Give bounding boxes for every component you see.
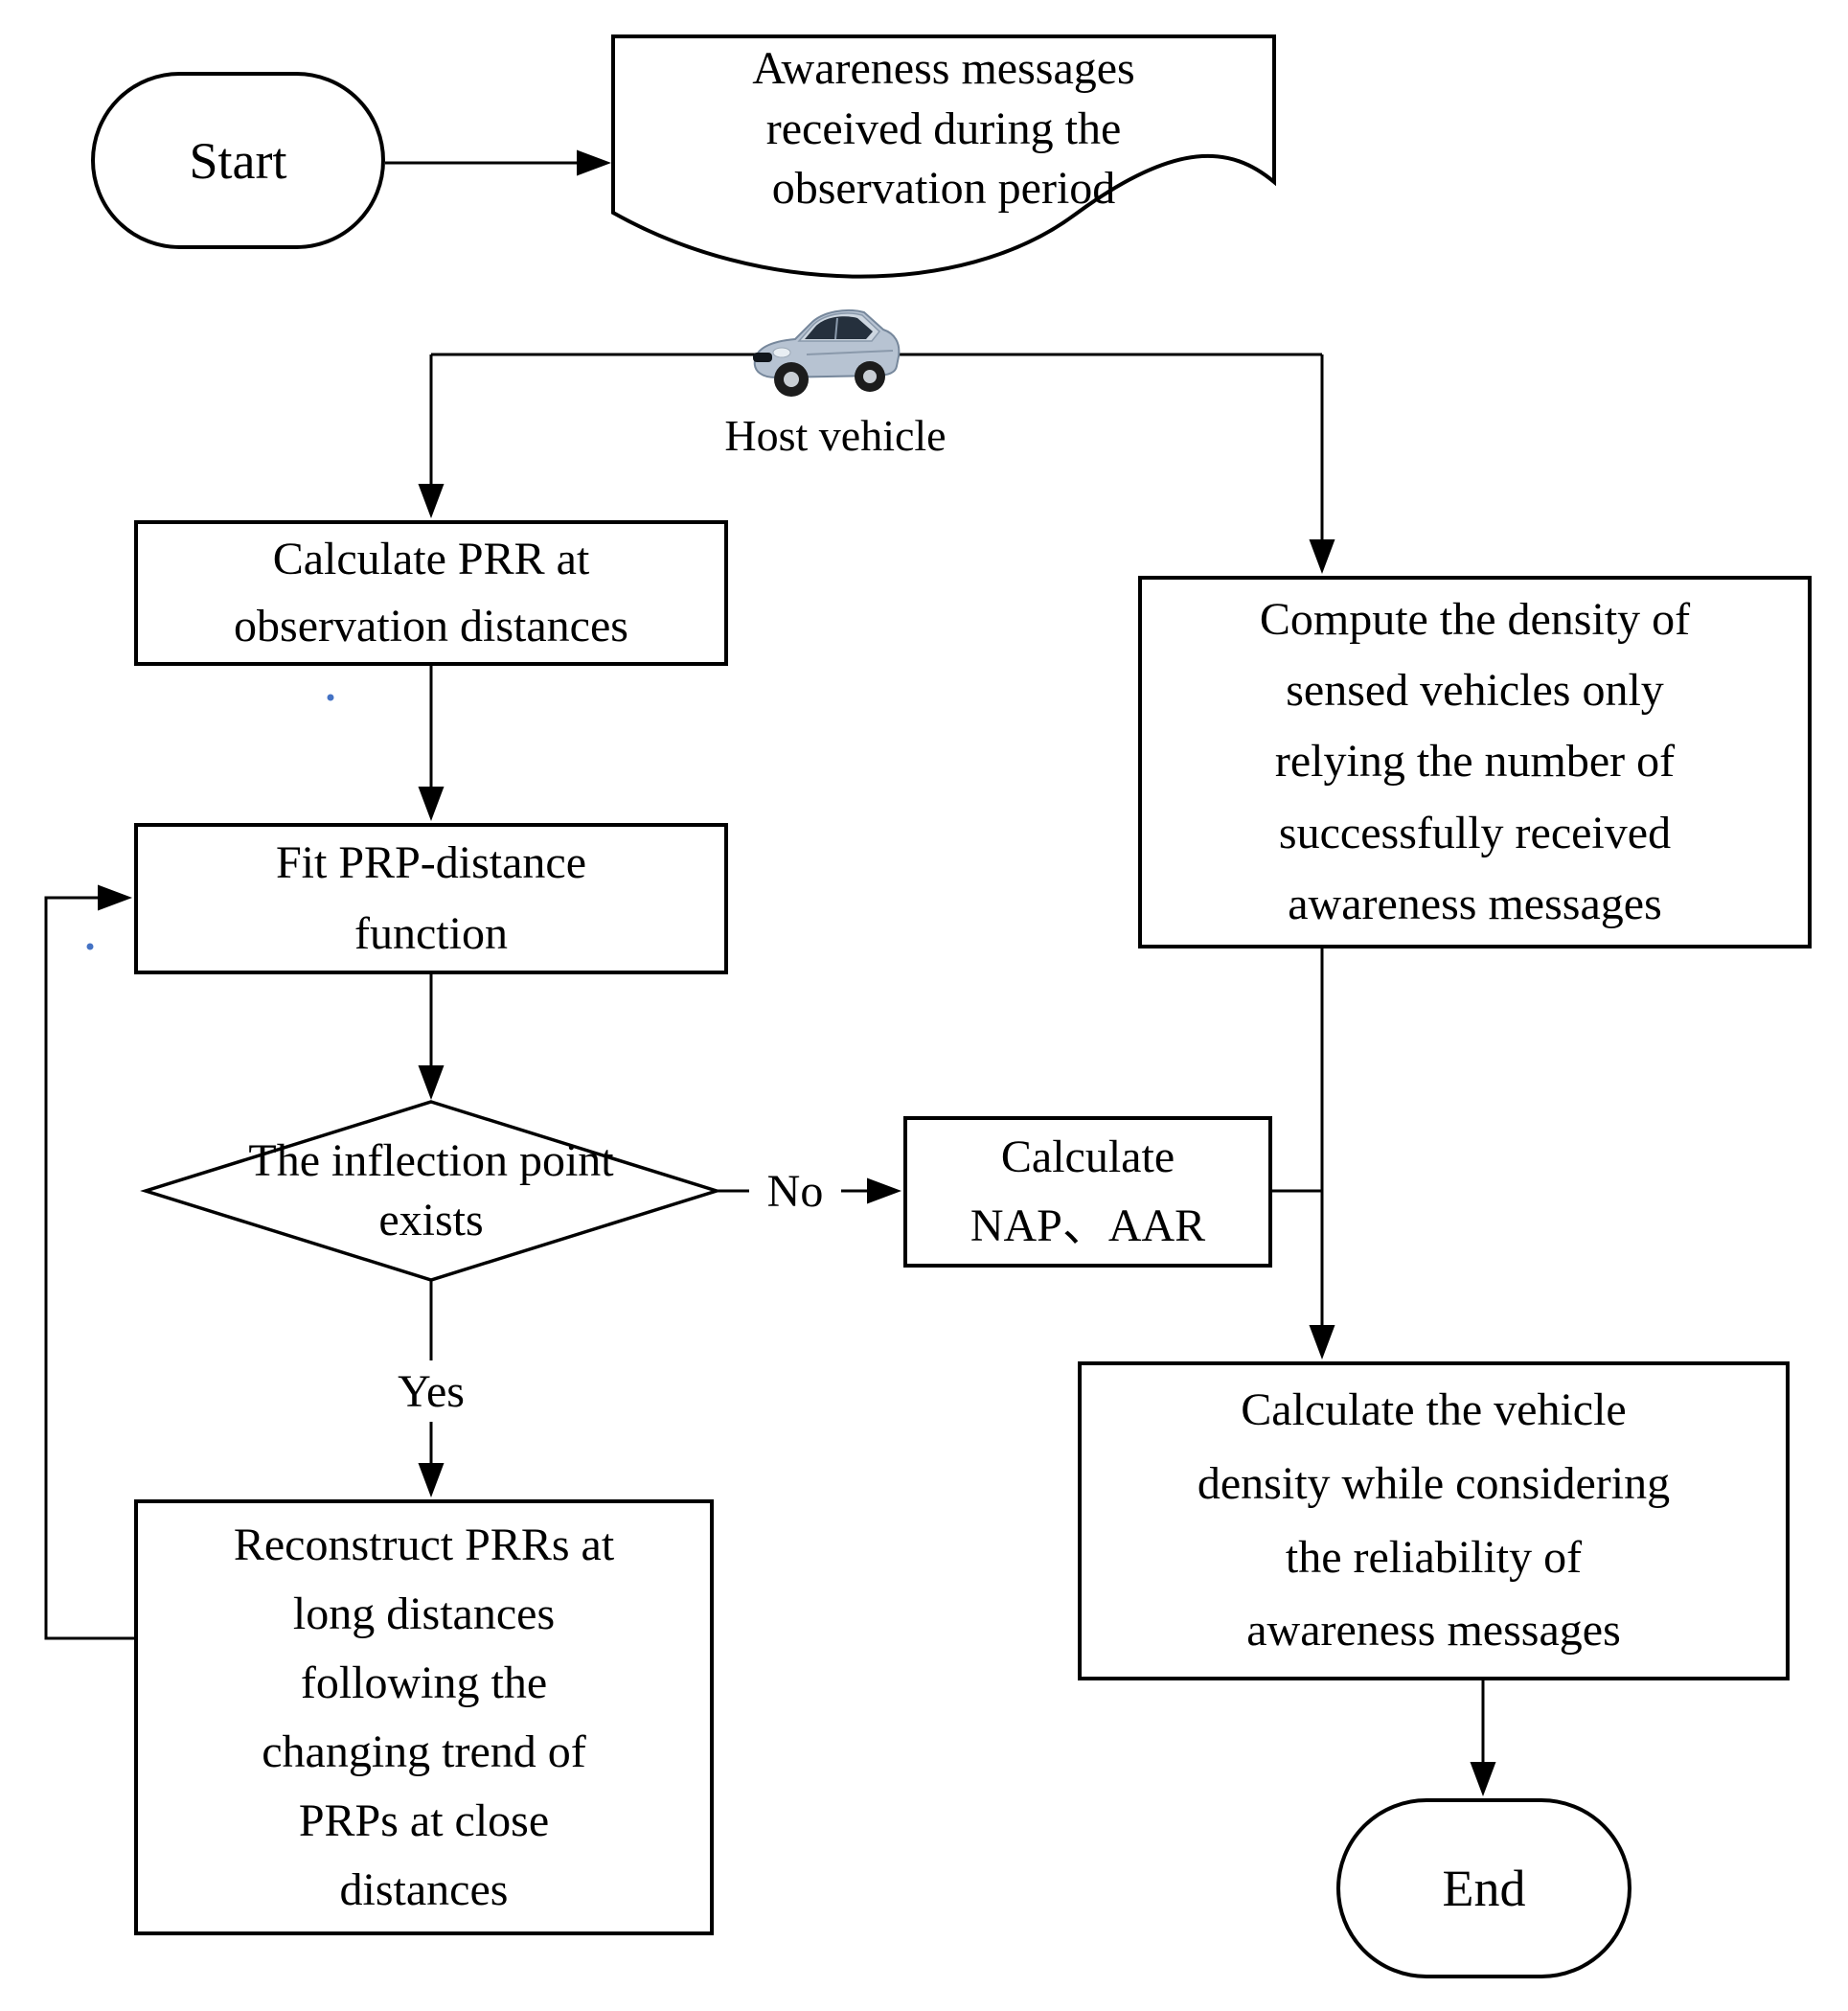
calc-nap-aar-node: Calculate NAP、AAR: [903, 1116, 1272, 1268]
calc-prr-label: Calculate PRR at observation distances: [234, 534, 628, 651]
edge-yes-label: Yes: [370, 1360, 492, 1422]
fit-prp-node: Fit PRP-distance function: [134, 823, 728, 974]
car-icon: [753, 309, 901, 397]
edge-no-label: No: [749, 1160, 841, 1222]
decision-diamond-shape: [140, 1100, 722, 1282]
edge-feedback-loop: [44, 884, 134, 1640]
artifact-dot-1: [327, 694, 334, 701]
compute-density-label: Compute the density of sensed vehicles o…: [1259, 593, 1691, 930]
reconstruct-prr-label: Reconstruct PRRs at long distances follo…: [233, 1519, 615, 1915]
end-label: End: [1442, 1860, 1526, 1917]
end-node: End: [1336, 1798, 1631, 1978]
calc-prr-node: Calculate PRR at observation distances: [134, 520, 728, 666]
reconstruct-prr-node: Reconstruct PRRs at long distances follo…: [134, 1499, 714, 1935]
host-vehicle-label: Host vehicle: [724, 411, 947, 460]
fit-prp-label: Fit PRP-distance function: [275, 836, 587, 959]
compute-density-node: Compute the density of sensed vehicles o…: [1138, 576, 1812, 948]
calc-vehicle-density-node: Calculate the vehicle density while cons…: [1078, 1361, 1790, 1680]
artifact-dot-2: [86, 943, 94, 950]
calc-nap-aar-label: Calculate NAP、AAR: [970, 1131, 1206, 1251]
start-label: Start: [189, 131, 287, 190]
calc-vehicle-density-label: Calculate the vehicle density while cons…: [1197, 1383, 1671, 1657]
start-node: Start: [91, 72, 385, 249]
document-shape: [611, 34, 1276, 279]
